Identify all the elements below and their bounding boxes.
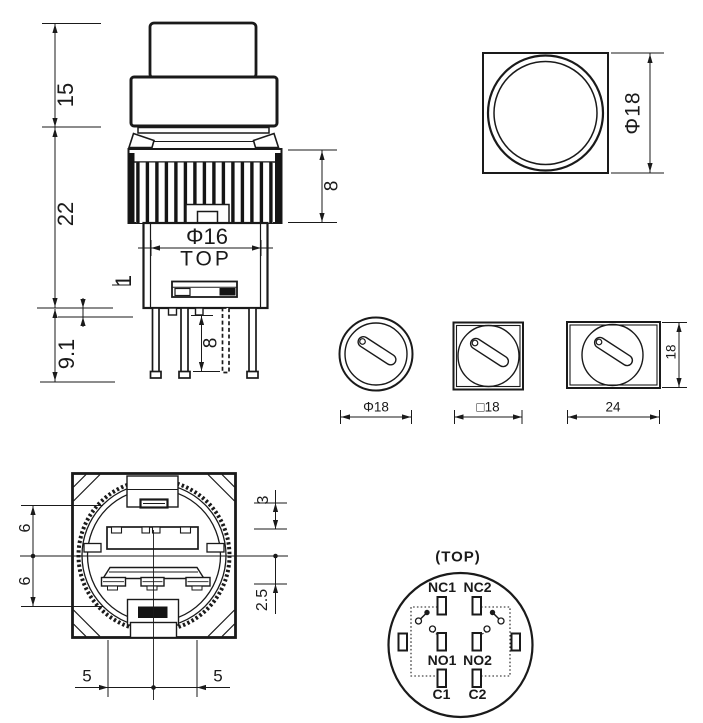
side-view-outline [127, 21, 283, 379]
bottom-view [20, 472, 288, 700]
selector-view-round [338, 316, 414, 424]
dim-label-9-1: 9.1 [54, 338, 79, 370]
arrowheads [52, 24, 325, 381]
dim-label-22: 22 [53, 201, 78, 227]
dim-label-6-lower: 6 [17, 576, 34, 586]
pin-label-c2: C2 [468, 686, 487, 702]
pin-label-nc2: NC2 [463, 579, 492, 595]
dim-label-1: 1 [111, 274, 136, 288]
dim-label-24: 24 [605, 399, 621, 415]
pin-label-no1: NO1 [427, 651, 457, 668]
dim-label-5-left: 5 [82, 666, 92, 686]
pin-diagram [387, 571, 534, 719]
dim-label-phi18-round: Φ18 [363, 399, 389, 415]
pin-label-nc1: NC1 [427, 579, 457, 595]
selector-view-square [452, 321, 524, 424]
front-view [482, 52, 664, 174]
dim-label-ring-8: 8 [321, 180, 343, 192]
pin-label-no2: NO2 [463, 651, 492, 668]
dim-label-phi16: Φ16 [185, 224, 229, 249]
pin-label-c1: C1 [432, 686, 451, 702]
dim-label-3: 3 [255, 495, 272, 505]
side-view-dimensions [37, 23, 337, 383]
dim-label-5-right: 5 [213, 666, 223, 686]
dim-label-phi18-front: Φ18 [621, 91, 645, 135]
dim-label-2-5: 2.5 [254, 588, 271, 612]
dim-label-18: 18 [663, 344, 679, 360]
dim-label-sq18: □18 [476, 399, 500, 415]
dim-label-15: 15 [53, 82, 78, 108]
body-top-label: TOP [180, 247, 232, 271]
dim-label-pin-8: 8 [200, 337, 222, 349]
dim-label-6-upper: 6 [17, 523, 34, 533]
pin-diagram-title: (TOP) [435, 548, 481, 566]
selector-view-rect [566, 321, 687, 424]
